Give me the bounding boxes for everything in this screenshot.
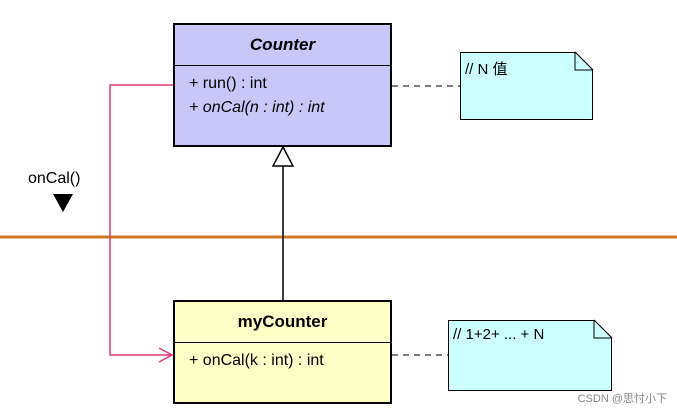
operation-oncal-abstract: + onCal(n : int) : int	[189, 99, 325, 116]
note-sum-formula: // 1+2+ ... + N	[448, 320, 612, 391]
inheritance-arrowhead	[271, 145, 295, 167]
class-mycounter-operations: + onCal(k : int) : int	[175, 343, 390, 373]
class-counter-operations: + run() : int + onCal(n : int) : int	[175, 66, 390, 120]
call-label: onCal()	[28, 170, 81, 187]
class-counter-name: Counter	[175, 25, 390, 66]
note-n-value: // N 值	[460, 52, 593, 120]
call-path	[109, 84, 173, 356]
class-mycounter[interactable]: myCounter + onCal(k : int) : int	[173, 300, 392, 404]
class-counter[interactable]: Counter + run() : int + onCal(n : int) :…	[173, 23, 392, 147]
class-mycounter-name: myCounter	[175, 302, 390, 343]
operation-run: + run() : int	[189, 75, 267, 92]
call-direction-icon	[53, 194, 73, 212]
operation-oncal-impl: + onCal(k : int) : int	[189, 352, 324, 369]
watermark: CSDN @思忖小下	[577, 393, 667, 405]
call-path-arrowhead	[158, 347, 174, 363]
